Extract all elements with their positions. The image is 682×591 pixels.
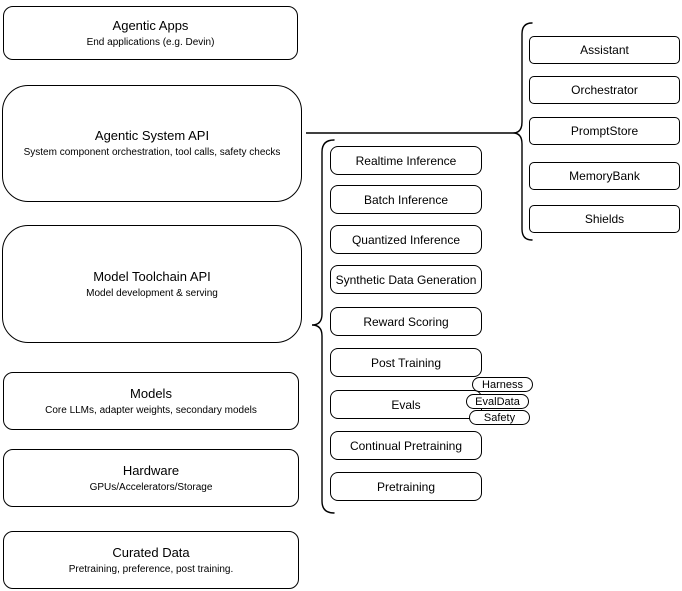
node-realtime-inference: Realtime Inference — [330, 146, 482, 175]
node-subtitle: Pretraining, preference, post training. — [68, 563, 234, 575]
node-agentic-apps: Agentic Apps End applications (e.g. Devi… — [3, 6, 298, 60]
node-title: Agentic Apps — [112, 17, 189, 33]
node-label: Pretraining — [376, 479, 436, 494]
node-label: Assistant — [580, 43, 629, 57]
node-assistant: Assistant — [529, 36, 680, 64]
node-agentic-system-api: Agentic System API System component orch… — [2, 85, 302, 202]
node-label: Quantized Inference — [351, 232, 461, 247]
node-label: Batch Inference — [363, 192, 449, 207]
node-label: Shields — [584, 212, 625, 226]
tag-safety: Safety — [469, 410, 530, 425]
node-memorybank: MemoryBank — [529, 162, 680, 190]
node-reward-scoring: Reward Scoring — [330, 307, 482, 336]
node-title: Agentic System API — [94, 128, 210, 143]
toolchain-brace — [311, 139, 335, 514]
node-subtitle: GPUs/Accelerators/Storage — [89, 481, 213, 493]
node-subtitle: System component orchestration, tool cal… — [23, 147, 281, 158]
node-curated-data: Curated Data Pretraining, preference, po… — [3, 531, 299, 589]
node-batch-inference: Batch Inference — [330, 185, 482, 214]
node-label: Orchestrator — [571, 83, 638, 97]
node-hardware: Hardware GPUs/Accelerators/Storage — [3, 449, 299, 507]
node-label: Continual Pretraining — [349, 438, 463, 453]
node-models: Models Core LLMs, adapter weights, secon… — [3, 372, 299, 430]
node-subtitle: Model development & serving — [86, 287, 218, 299]
tag-evaldata: EvalData — [466, 394, 529, 409]
node-title: Model Toolchain API — [93, 268, 211, 284]
node-orchestrator: Orchestrator — [529, 76, 680, 104]
node-label: Evals — [391, 397, 421, 412]
node-quantized-inference: Quantized Inference — [330, 225, 482, 254]
node-subtitle: Core LLMs, adapter weights, secondary mo… — [45, 404, 257, 416]
tag-harness: Harness — [472, 377, 533, 392]
node-label: Post Training — [370, 355, 442, 370]
node-model-toolchain-api: Model Toolchain API Model development & … — [2, 225, 302, 343]
node-label: Synthetic Data Generation — [335, 272, 477, 287]
system-components-brace — [512, 22, 533, 241]
node-title: Models — [130, 385, 172, 401]
node-label: Realtime Inference — [355, 153, 457, 168]
node-synthetic-data-generation: Synthetic Data Generation — [330, 265, 482, 294]
node-continual-pretraining: Continual Pretraining — [330, 431, 482, 460]
node-label: MemoryBank — [569, 169, 640, 183]
node-title: Hardware — [122, 462, 180, 478]
node-subtitle: End applications (e.g. Devin) — [86, 36, 215, 48]
node-post-training: Post Training — [330, 348, 482, 377]
node-title: Curated Data — [112, 544, 190, 560]
node-label: PromptStore — [570, 124, 639, 138]
node-promptstore: PromptStore — [529, 117, 680, 145]
tag-label: Safety — [483, 411, 516, 424]
tag-label: Harness — [482, 378, 523, 391]
tag-label: EvalData — [475, 395, 520, 408]
node-shields: Shields — [529, 205, 680, 233]
node-evals: Evals — [330, 390, 482, 419]
node-label: Reward Scoring — [363, 314, 449, 329]
node-pretraining: Pretraining — [330, 472, 482, 501]
